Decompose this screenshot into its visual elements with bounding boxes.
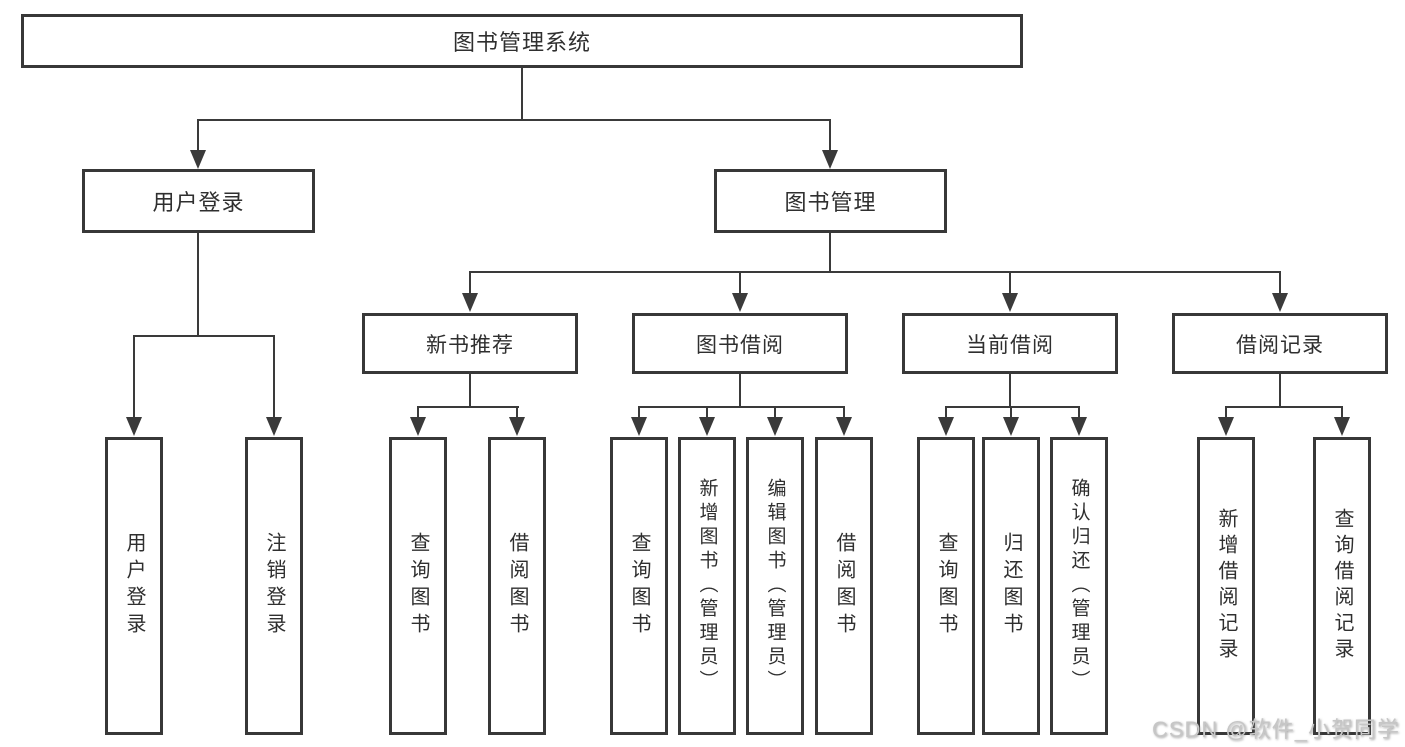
node-borrow-record: 借阅记录 — [1172, 313, 1388, 374]
leaf-query-borrow-record: 查询借阅记录 — [1313, 437, 1371, 735]
arrowhead — [1218, 417, 1234, 436]
connector-line — [133, 335, 275, 337]
connector-line — [1279, 271, 1281, 294]
leaf-query-books: 查询图书 — [610, 437, 668, 735]
arrowhead — [1002, 293, 1018, 312]
connector-line — [521, 68, 523, 119]
leaf-user-login: 用户登录 — [105, 437, 163, 735]
connector-line — [1279, 374, 1281, 406]
node-book-borrow: 图书借阅 — [632, 313, 848, 374]
connector-line — [1009, 271, 1011, 294]
connector-line — [516, 406, 518, 419]
connector-line — [469, 271, 471, 294]
connector-line — [273, 335, 275, 418]
connector-line — [197, 119, 199, 152]
leaf-add-borrow-record: 新增借阅记录 — [1197, 437, 1255, 735]
connector-line — [739, 374, 741, 406]
node-book-management-system: 图书管理系统 — [21, 14, 1023, 68]
node-user-login: 用户登录 — [82, 169, 315, 233]
node-new-book-recommend: 新书推荐 — [362, 313, 578, 374]
leaf-borrow-books: 借阅图书 — [488, 437, 546, 735]
arrowhead — [190, 150, 206, 169]
leaf-return-books: 归还图书 — [982, 437, 1040, 735]
arrowhead — [938, 417, 954, 436]
arrowhead — [126, 417, 142, 436]
connector-line — [1225, 406, 1227, 419]
arrowhead — [1071, 417, 1087, 436]
node-book-management: 图书管理 — [714, 169, 947, 233]
arrowhead — [767, 417, 783, 436]
arrowhead — [1272, 293, 1288, 312]
arrowhead — [822, 150, 838, 169]
arrowhead — [410, 417, 426, 436]
connector-line — [469, 374, 471, 406]
arrowhead — [266, 417, 282, 436]
connector-line — [197, 119, 831, 121]
connector-line — [945, 406, 1080, 408]
connector-line — [638, 406, 845, 408]
node-current-borrow: 当前借阅 — [902, 313, 1118, 374]
connector-line — [638, 406, 640, 419]
arrowhead — [732, 293, 748, 312]
connector-line — [417, 406, 419, 419]
csdn-watermark: CSDN @软件_小贺同学 — [1151, 717, 1400, 742]
arrowhead — [836, 417, 852, 436]
connector-line — [843, 406, 845, 419]
leaf-logout: 注销登录 — [245, 437, 303, 735]
leaf-query-books: 查询图书 — [917, 437, 975, 735]
connector-line — [1078, 406, 1080, 419]
connector-line — [945, 406, 947, 419]
connector-line — [133, 335, 135, 418]
leaf-edit-books-admin: 编辑图书（管理员） — [746, 437, 804, 735]
connector-line — [774, 406, 776, 419]
connector-line — [197, 233, 199, 335]
connector-line — [1009, 374, 1011, 406]
arrowhead — [509, 417, 525, 436]
connector-line — [739, 271, 741, 294]
leaf-query-books: 查询图书 — [389, 437, 447, 735]
connector-line — [829, 119, 831, 152]
connector-line — [1010, 406, 1012, 419]
arrowhead — [462, 293, 478, 312]
arrowhead — [1334, 417, 1350, 436]
leaf-add-books-admin: 新增图书（管理员） — [678, 437, 736, 735]
connector-line — [1225, 406, 1343, 408]
leaf-confirm-return-admin: 确认归还（管理员） — [1050, 437, 1108, 735]
arrowhead — [631, 417, 647, 436]
arrowhead — [699, 417, 715, 436]
connector-line — [417, 406, 519, 408]
connector-line — [706, 406, 708, 419]
connector-line — [469, 271, 1281, 273]
arrowhead — [1003, 417, 1019, 436]
connector-line — [829, 233, 831, 271]
connector-line — [1341, 406, 1343, 419]
leaf-borrow-books: 借阅图书 — [815, 437, 873, 735]
